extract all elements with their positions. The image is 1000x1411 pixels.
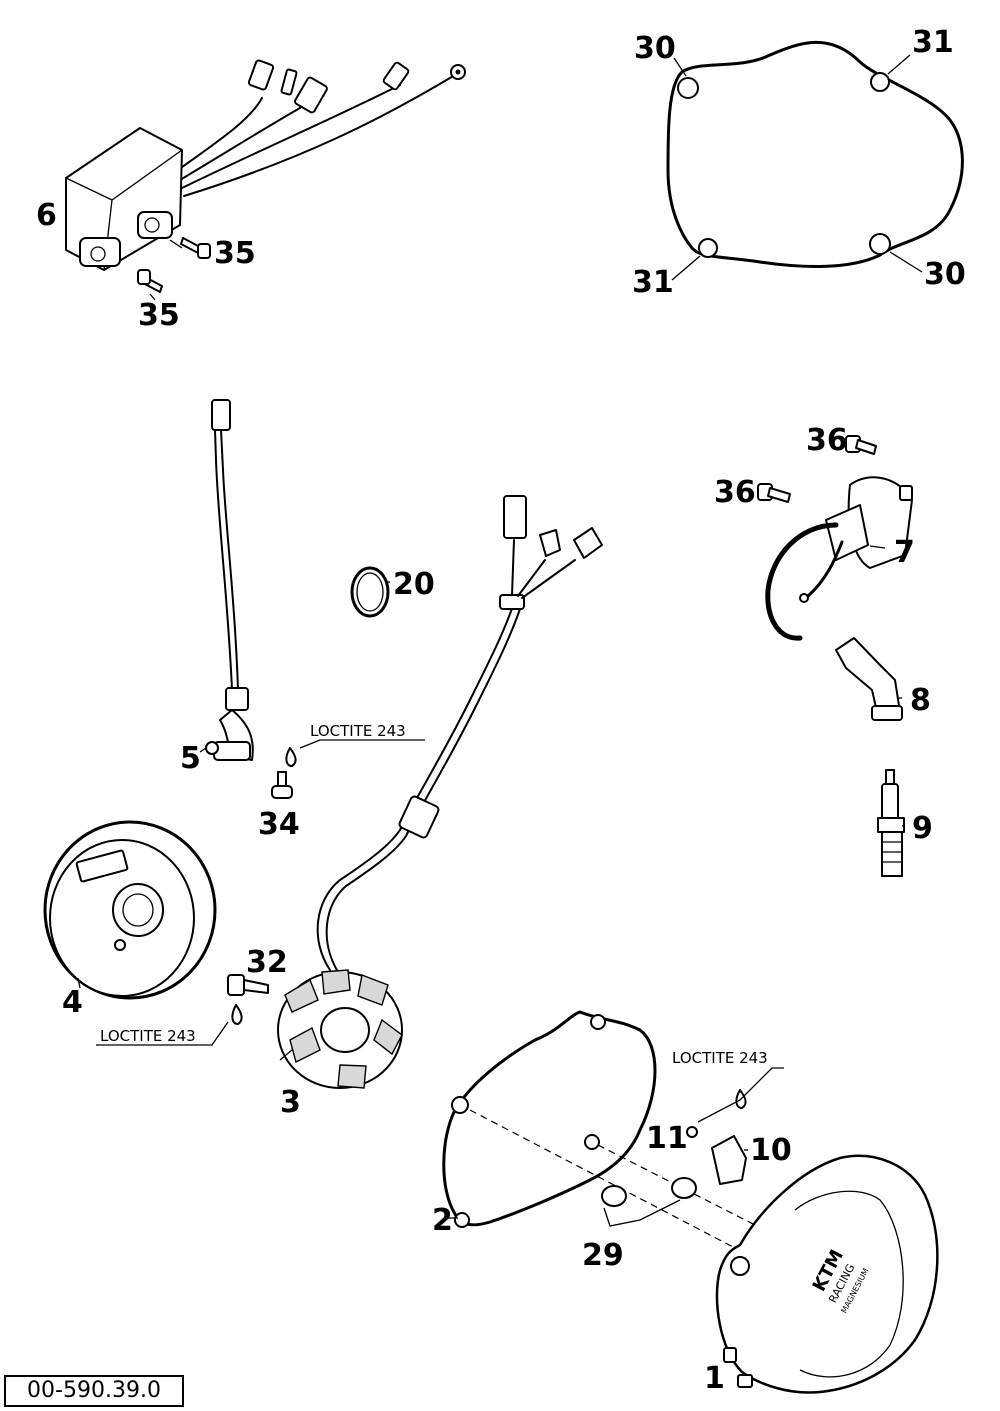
- callout-11: 11: [646, 1121, 688, 1156]
- ignition-coil-part: [765, 476, 913, 641]
- callout-4: 4: [62, 985, 83, 1020]
- callout-1: 1: [704, 1361, 725, 1396]
- nut-11: [686, 1126, 698, 1138]
- callout-29: 29: [582, 1238, 624, 1273]
- drawing-code: 00-590.39.0: [27, 1378, 161, 1403]
- loctite-note-11: LOCTITE 243: [672, 1049, 768, 1067]
- loctite-note-32: LOCTITE 243: [100, 1027, 196, 1045]
- cdi-unit-part: [65, 59, 466, 271]
- pickup-sensor-part: [205, 399, 254, 761]
- callout-34: 34: [258, 807, 300, 842]
- screw-36-upper: [845, 435, 877, 455]
- spark-plug-cap-part: [835, 637, 903, 721]
- drawing-code-box: 00-590.39.0: [4, 1375, 184, 1407]
- screw-34: [271, 771, 293, 799]
- loctite-drop-34: [285, 747, 297, 767]
- callout-9: 9: [912, 811, 933, 846]
- ignition-cover-gasket-upper: [666, 40, 964, 281]
- screw-35-lower: [137, 269, 163, 293]
- screw-36-lower: [757, 483, 791, 503]
- callout-3: 3: [280, 1085, 301, 1120]
- callout-35-right: 35: [214, 236, 256, 271]
- callout-36-left: 36: [714, 475, 756, 510]
- spark-plug-part: [877, 769, 905, 877]
- callout-8: 8: [910, 683, 931, 718]
- loctite-note-34: LOCTITE 243: [310, 722, 406, 740]
- screw-32: [227, 974, 269, 996]
- callout-7: 7: [894, 535, 915, 570]
- callout-36-top: 36: [806, 423, 848, 458]
- callout-20: 20: [393, 567, 435, 602]
- callout-35-bottom: 35: [138, 298, 180, 333]
- callout-5: 5: [180, 741, 201, 776]
- dowel-sleeves-part: [601, 1177, 697, 1227]
- callout-31-top: 31: [912, 25, 954, 60]
- callout-6: 6: [36, 198, 57, 233]
- callout-2: 2: [432, 1203, 453, 1238]
- callout-32: 32: [246, 945, 288, 980]
- flywheel-rotor-part: [43, 820, 217, 1000]
- callout-30-bottom: 30: [924, 257, 966, 292]
- stator-part: [277, 495, 603, 1089]
- callout-10: 10: [750, 1133, 792, 1168]
- callout-31-bottom: 31: [632, 265, 674, 300]
- bracket-10: [711, 1135, 747, 1185]
- ignition-cover-gasket-lower: [442, 1010, 657, 1228]
- loctite-drop-32: [231, 1004, 243, 1025]
- ignition-cover-part: [715, 1154, 939, 1394]
- leader-lines: [77, 239, 905, 1219]
- assembly-line-a: [469, 1109, 736, 1249]
- callout-30-top: 30: [634, 31, 676, 66]
- wire-clamp-part: [350, 566, 390, 618]
- screw-35-upper: [180, 237, 211, 259]
